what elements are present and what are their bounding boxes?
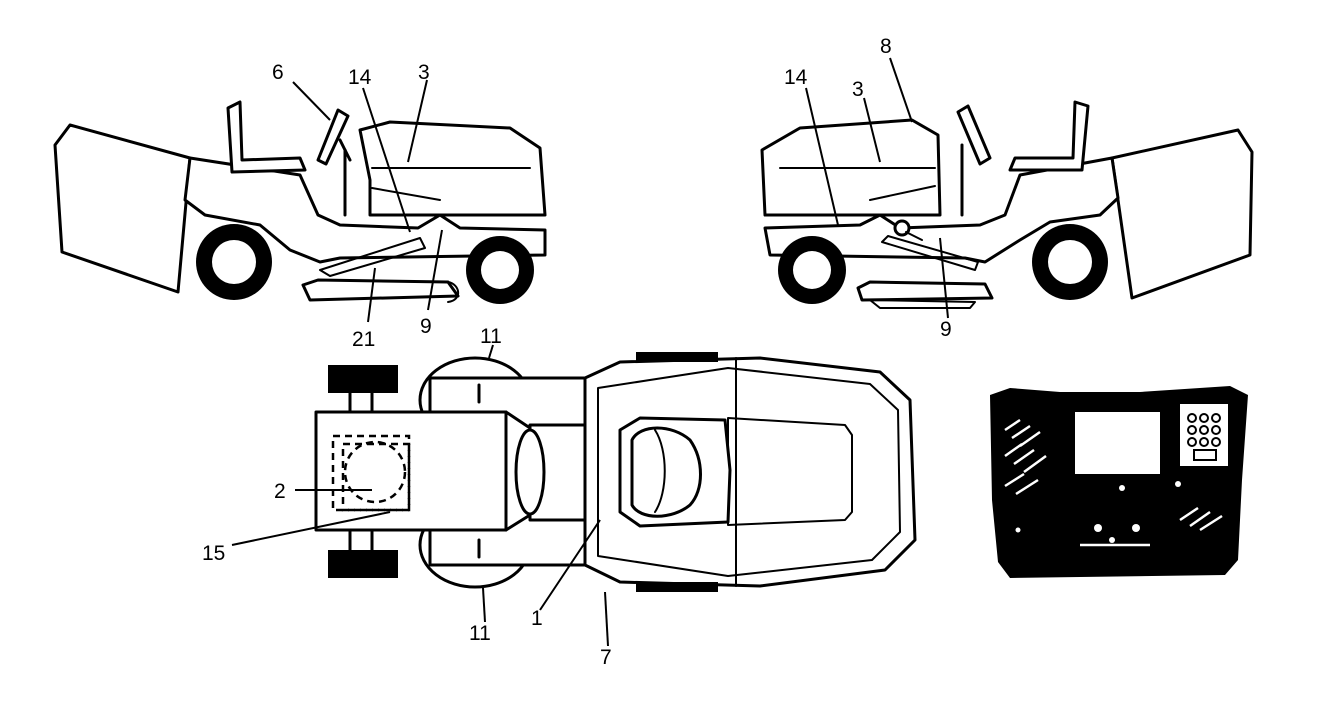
seat-left <box>226 100 307 174</box>
tractor-left-side-view: 6 14 3 21 9 <box>53 61 547 351</box>
decal-panel-window <box>1075 412 1160 474</box>
callout-21: 21 <box>352 328 375 351</box>
callout-9-right: 9 <box>940 318 952 341</box>
mower-deck-left <box>301 278 460 302</box>
callout-14-right: 14 <box>784 66 808 89</box>
callout-3-left: 3 <box>418 61 430 84</box>
rear-tire-bottom <box>328 550 398 578</box>
decal-outline-15 <box>331 434 411 512</box>
callout-3-right: 3 <box>852 78 864 101</box>
tractor-right-side-view: 8 14 3 9 <box>760 35 1254 341</box>
tractor-body-left <box>183 156 547 264</box>
tractor-body-right <box>763 156 1120 264</box>
rear-tire-top <box>328 365 398 393</box>
seat-right <box>1008 100 1090 172</box>
callout-11-bottom: 11 <box>469 622 491 645</box>
mower-deck-right <box>856 280 994 302</box>
callout-11-top: 11 <box>480 325 502 348</box>
tractor-top-view: 11 2 15 11 1 7 <box>202 325 917 669</box>
grass-bag-left <box>53 123 192 294</box>
callout-2: 2 <box>274 480 286 503</box>
grass-bag-right <box>1110 128 1254 300</box>
decal-outline-2 <box>343 440 407 504</box>
callout-6: 6 <box>272 61 284 84</box>
callout-1: 1 <box>531 607 543 630</box>
rear-box <box>314 410 508 532</box>
callout-15: 15 <box>202 542 225 565</box>
callout-8: 8 <box>880 35 892 58</box>
callout-9-left: 9 <box>420 315 432 338</box>
pedal-right <box>881 235 979 271</box>
callout-7: 7 <box>600 646 612 669</box>
callout-14-left: 14 <box>348 66 372 89</box>
decal-panel <box>990 386 1248 578</box>
pedal-left <box>319 237 426 277</box>
steering-wheel-left <box>316 108 350 166</box>
steering-wheel-right <box>956 104 992 166</box>
